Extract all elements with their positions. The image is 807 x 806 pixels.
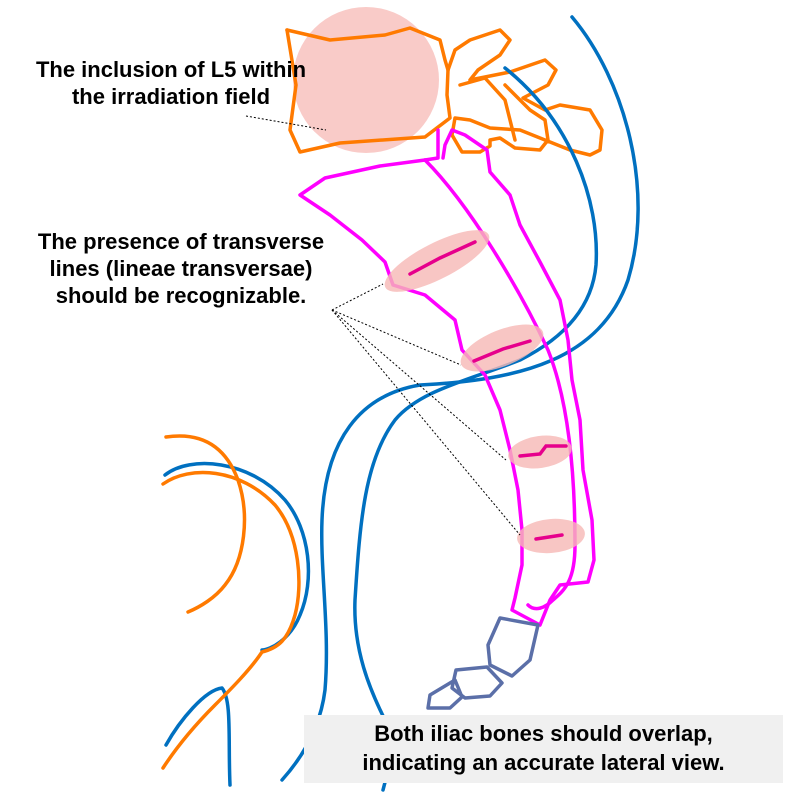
coccyx-outline	[426, 616, 540, 710]
transverse-pointer-4	[331, 309, 521, 536]
l5-vertebra-outline	[285, 26, 604, 157]
iliac-overlap-line-2: indicating an accurate lateral view.	[362, 750, 725, 775]
pointer-lines	[245, 115, 521, 536]
sacrum-outline	[298, 128, 596, 627]
transverse-line-2	[472, 339, 532, 363]
transverse-lines	[408, 240, 568, 541]
l5-inclusion-label: The inclusion of L5 within the irradiati…	[6, 56, 336, 110]
transverse-line-4	[534, 533, 564, 541]
transverse-lines-line-2: lines (lineae transversae)	[49, 256, 313, 281]
l5-inclusion-line-2: the irradiation field	[71, 84, 271, 109]
l5-field-highlight	[293, 7, 439, 153]
iliac-overlap-line-1: Both iliac bones should overlap,	[374, 721, 713, 746]
transverse-lines-line-1: The presence of transverse	[37, 229, 325, 254]
transverse-pointer-1	[331, 283, 384, 311]
l5-pointer	[245, 115, 327, 131]
l5-inclusion-line-1: The inclusion of L5 within	[35, 57, 307, 82]
transverse-lines-line-3: should be recognizable.	[55, 283, 307, 308]
transverse-line-3	[518, 444, 568, 458]
transverse-pointer-2	[331, 309, 462, 366]
iliac-bone-outlines	[163, 15, 640, 792]
transverse-line-1	[408, 240, 477, 276]
transverse-lines-label: The presence of transverse lines (lineae…	[6, 228, 356, 309]
ilium-outlines	[161, 434, 301, 770]
iliac-overlap-callout: Both iliac bones should overlap, indicat…	[304, 715, 783, 783]
